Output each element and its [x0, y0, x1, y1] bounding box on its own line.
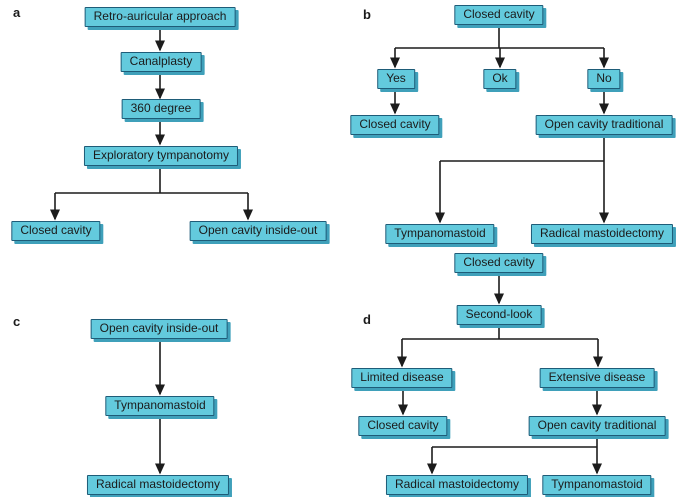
node-open-cavity-traditional-b: Open cavity traditional	[535, 115, 673, 135]
panel-b-label: b	[363, 7, 371, 22]
node-second-look: Second-look	[456, 305, 542, 325]
node-open-cavity-inside-out-c: Open cavity inside-out	[90, 319, 228, 339]
panel-a-label: a	[13, 5, 21, 20]
node-tympanomastoid-c: Tympanomastoid	[105, 396, 215, 416]
node-tympanomastoid-b: Tympanomastoid	[385, 224, 495, 244]
node-closed-cavity-d-top: Closed cavity	[454, 253, 544, 273]
node-open-cavity-traditional-d: Open cavity traditional	[528, 416, 666, 436]
panel-d-label: d	[363, 312, 371, 327]
node-closed-cavity-d: Closed cavity	[358, 416, 448, 436]
node-tympanomastoid-d: Tympanomastoid	[542, 475, 652, 495]
node-360-degree: 360 degree	[121, 99, 201, 119]
node-no: No	[587, 69, 621, 89]
node-retro-auricular-approach: Retro-auricular approach	[84, 7, 236, 27]
node-canalplasty: Canalplasty	[120, 52, 202, 72]
node-ok: Ok	[483, 69, 517, 89]
node-limited-disease: Limited disease	[351, 368, 453, 388]
node-closed-cavity-b-top: Closed cavity	[454, 5, 544, 25]
node-radical-mastoidectomy-d: Radical mastoidectomy	[385, 475, 529, 495]
node-yes: Yes	[377, 69, 415, 89]
node-radical-mastoidectomy-c: Radical mastoidectomy	[86, 475, 230, 495]
node-open-cavity-inside-out-a: Open cavity inside-out	[189, 221, 327, 241]
node-closed-cavity-b: Closed cavity	[350, 115, 440, 135]
node-exploratory-tympanotomy: Exploratory tympanotomy	[83, 146, 239, 166]
node-extensive-disease: Extensive disease	[539, 368, 655, 388]
node-radical-mastoidectomy-b: Radical mastoidectomy	[530, 224, 674, 244]
node-closed-cavity-a: Closed cavity	[11, 221, 101, 241]
panel-c-label: c	[13, 314, 21, 329]
